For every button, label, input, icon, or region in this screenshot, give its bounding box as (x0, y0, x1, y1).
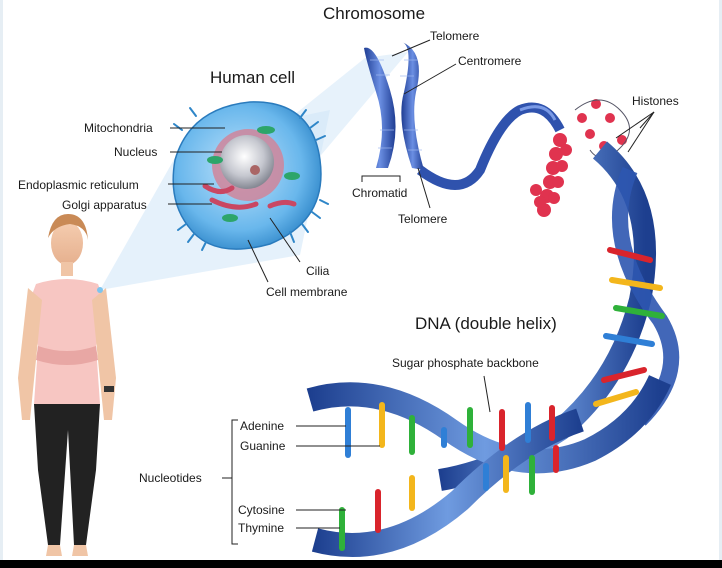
chromatin-beads (530, 99, 627, 217)
label-thymine: Thymine (238, 521, 285, 535)
label-nucleus: Nucleus (114, 145, 158, 159)
label-histones: Histones (632, 94, 679, 108)
label-centromere: Centromere (458, 54, 522, 68)
bottom-bar (0, 560, 722, 568)
leader-lines (168, 39, 655, 545)
label-mitochondria: Mitochondria (84, 121, 153, 135)
label-cytosine: Cytosine (238, 503, 285, 517)
dna-title: DNA (double helix) (415, 314, 557, 333)
human-cell (172, 101, 329, 251)
label-cilia: Cilia (306, 264, 330, 278)
dna-helix (306, 141, 680, 557)
label-guanine: Guanine (240, 439, 286, 453)
chromosome (364, 42, 565, 190)
label-golgi-apparatus: Golgi apparatus (62, 198, 147, 212)
label-adenine: Adenine (240, 419, 285, 433)
label-nucleotides: Nucleotides (139, 471, 202, 485)
label-telomere-top: Telomere (430, 29, 480, 43)
base-pairs (339, 247, 665, 551)
right-border (719, 0, 722, 568)
chromosome-title: Chromosome (323, 4, 426, 23)
left-border (0, 0, 3, 568)
label-telomere-bottom: Telomere (398, 212, 448, 226)
label-cell-membrane: Cell membrane (266, 285, 348, 299)
label-sugar-phosphate-backbone: Sugar phosphate backbone (392, 356, 539, 370)
woman-figure (18, 214, 116, 556)
label-chromatid: Chromatid (352, 186, 408, 200)
label-endoplasmic-reticulum: Endoplasmic reticulum (18, 178, 139, 192)
human-cell-title: Human cell (210, 68, 296, 87)
